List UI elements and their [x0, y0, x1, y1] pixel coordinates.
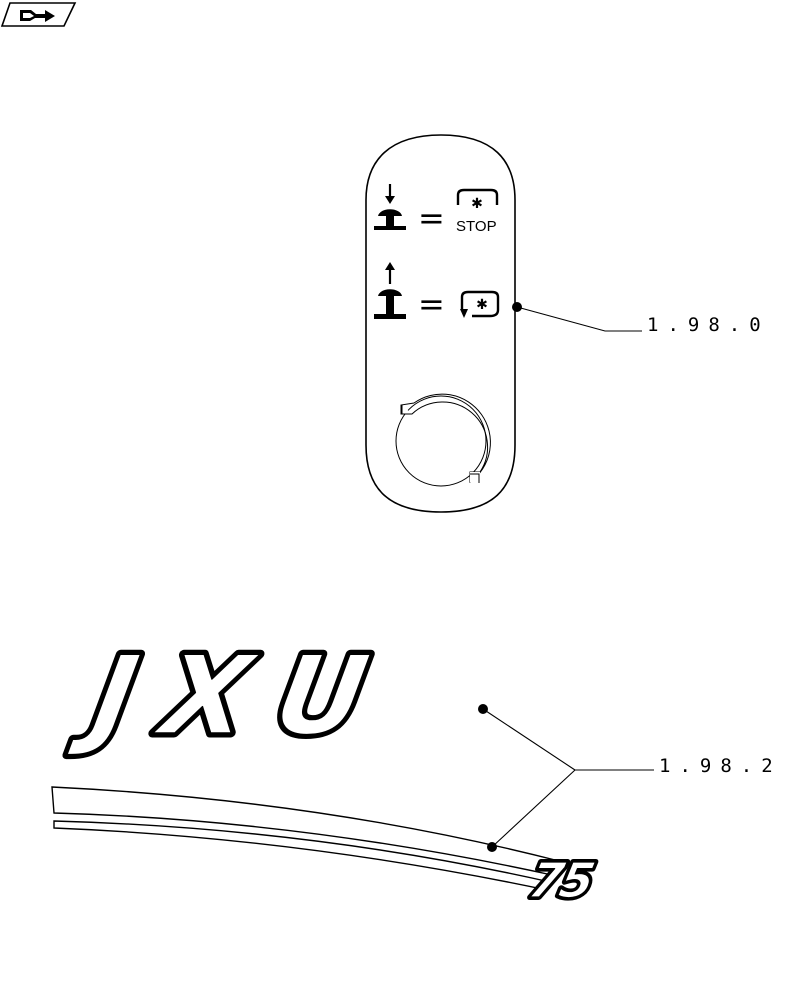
model-number-inner: 75 — [524, 853, 600, 908]
equals-sign-2: = — [418, 285, 445, 323]
logo-text: JXU — [65, 633, 376, 759]
logo-text-inner: JXU — [65, 633, 376, 759]
model-number: 75 — [524, 853, 600, 908]
button-released-icon — [374, 289, 406, 319]
arrow-right-icon — [20, 10, 55, 22]
jxu-logo-decal: JXU JXU — [61, 628, 381, 763]
model-number-decal: 75 75 — [521, 850, 603, 911]
button-pressed-icon — [374, 209, 406, 230]
side-stripe-decal — [51, 786, 561, 891]
key-switch-decal: = ✱ STOP = ✱ — [365, 134, 516, 513]
callout-1-98-2[interactable]: 1.98.2 — [478, 704, 782, 852]
engine-run-icon: ✱ — [460, 290, 500, 318]
nav-arrow-button[interactable] — [0, 2, 77, 27]
equals-sign: = — [418, 199, 445, 237]
callout-1-98-0[interactable]: 1.98.0 — [512, 302, 770, 336]
engine-stop-icon: ✱ — [456, 188, 499, 212]
callout-label: 1.98.0 — [647, 314, 770, 336]
arrow-up-icon — [385, 262, 395, 284]
callout-label-2: 1.98.2 — [659, 755, 782, 777]
push-down-row: = ✱ STOP — [374, 184, 499, 237]
decal-outline — [365, 134, 516, 513]
arrow-down-icon — [385, 184, 395, 204]
stop-label: STOP — [456, 218, 497, 235]
svg-text:✱: ✱ — [476, 297, 488, 313]
key-hole-cutout — [395, 393, 491, 487]
pull-up-row: = ✱ — [374, 262, 500, 323]
svg-text:✱: ✱ — [471, 196, 483, 212]
